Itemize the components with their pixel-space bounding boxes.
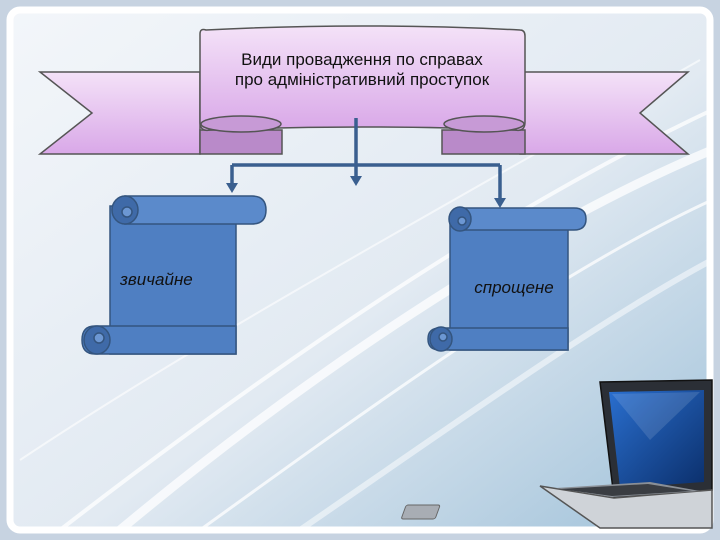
ribbon-left-tail xyxy=(37,71,201,155)
branch-label-simplified: спрощене xyxy=(474,278,554,297)
banner-title: Види провадження по справах про адмініст… xyxy=(204,50,520,90)
ribbon-banner xyxy=(37,25,691,155)
banner-title-line2: про адміністративний проступок xyxy=(234,70,490,89)
connector-arrowheads xyxy=(226,176,506,208)
laptop-icon xyxy=(401,379,713,529)
scroll-left xyxy=(81,195,267,355)
scroll-right xyxy=(427,206,587,352)
connector-lines xyxy=(230,118,502,200)
branch-label-ordinary: звичайне xyxy=(120,270,193,289)
banner-title-line1: Види провадження по справах xyxy=(241,50,483,69)
